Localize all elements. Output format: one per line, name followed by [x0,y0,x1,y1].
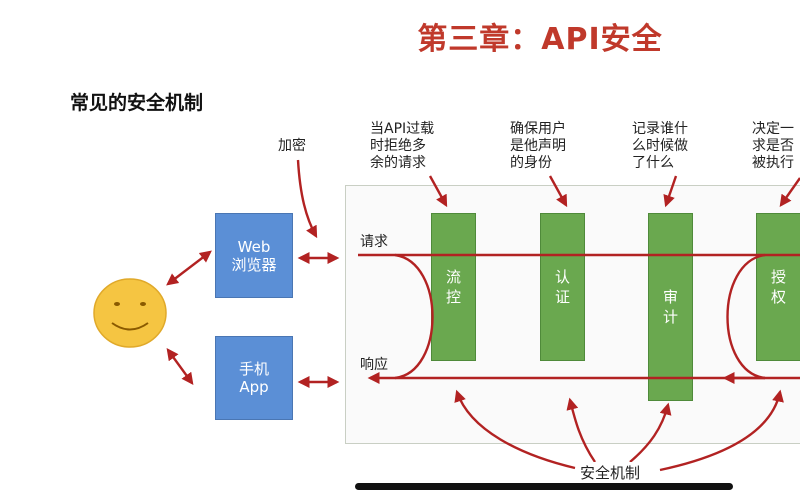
smiley-app-arrow [166,348,194,385]
bottom-pointer-2 [566,397,596,463]
mobile-app-box: 手机 App [215,336,293,420]
horizontal-scrollbar[interactable] [355,483,733,490]
bottom-pointer-4 [659,389,784,472]
rate-limit-bar: 流 控 [431,213,476,361]
authn-pointer [548,175,568,208]
authentication-bar: 认 证 [540,213,585,361]
bottom-pointer-3 [629,402,672,463]
note-encrypt: 加密 [278,138,306,154]
web-browser-box: Web 浏览器 [215,213,293,298]
user-smiley-icon [93,278,167,348]
section-subtitle: 常见的安全机制 [70,92,204,114]
authorization-bar: 授 权 [756,213,800,361]
note-authz: 决定一 求是否 被执行 [752,121,794,171]
security-mechanism-label: 安全机制 [578,462,643,483]
request-label: 请求 [360,234,388,250]
rate-limit-pointer [428,175,448,208]
return-curve-left [394,253,434,380]
audit-pointer [663,175,678,208]
return-curve-right [726,253,766,380]
note-authn: 确保用户 是他声明 的身份 [510,121,566,171]
audit-bar: 审 计 [648,213,693,401]
note-audit: 记录谁什 么时候做 了什么 [632,121,688,171]
smiley-web-arrow [166,250,212,286]
encrypt-pointer [296,159,318,239]
authz-pointer [779,177,800,207]
note-rate-limit: 当API过载 时拒绝多 余的请求 [370,121,435,171]
bottom-pointer-1 [454,389,576,470]
page-title: 第三章：API安全 [417,22,663,57]
response-label: 响应 [360,357,388,373]
